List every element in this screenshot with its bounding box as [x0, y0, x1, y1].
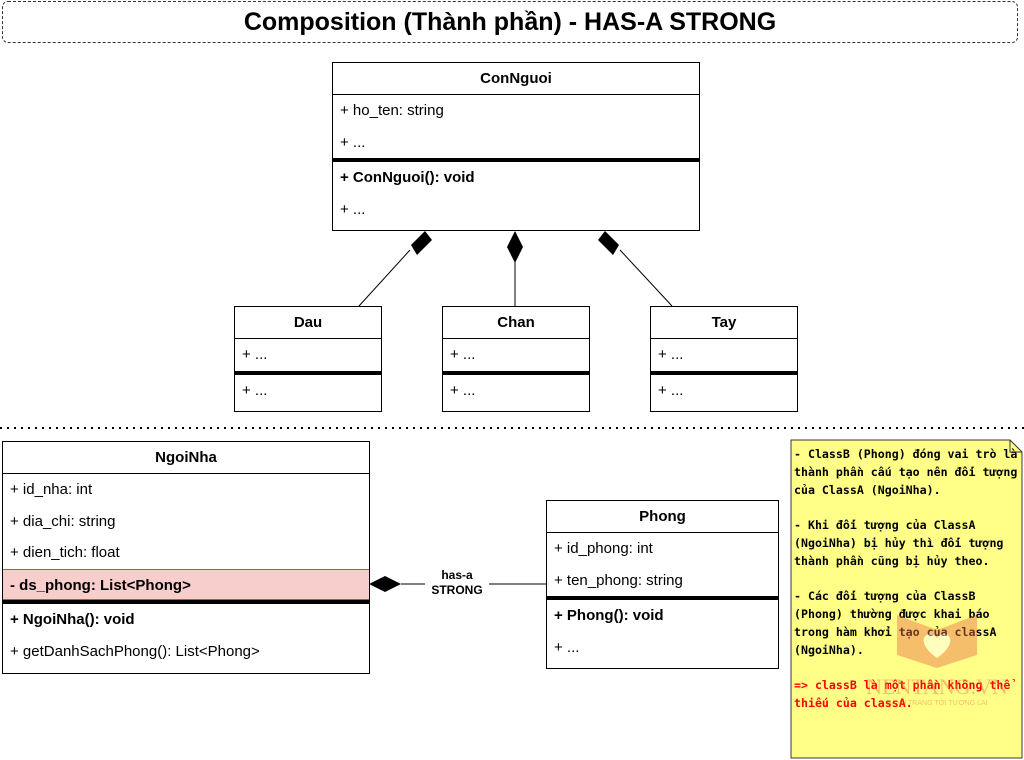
attribute: + ... — [340, 133, 366, 151]
attribute: + dia_chi: string — [10, 512, 116, 530]
composition-diamond-dau — [411, 231, 432, 255]
method: + NgoiNha(): void — [10, 611, 135, 628]
attribute: + ho_ten: string — [340, 102, 444, 119]
method: + Phong(): void — [554, 607, 664, 624]
note-paragraph: - ClassB (Phong) đóng vai trò là thành p… — [794, 447, 1024, 497]
class-dau[interactable]: Dau + ... + ... — [234, 306, 382, 412]
separator — [333, 158, 699, 162]
method: + ... — [554, 638, 580, 656]
relation-label-line1: has-a — [441, 568, 473, 582]
class-name: Phong — [547, 501, 778, 533]
method: + getDanhSachPhong(): List<Phong> — [10, 642, 260, 660]
method: + ... — [658, 381, 684, 399]
separator — [547, 596, 778, 600]
attribute: + ... — [450, 346, 476, 363]
method: + ConNguoi(): void — [340, 169, 475, 186]
relation-label-line2: STRONG — [431, 583, 483, 597]
class-con-nguoi[interactable]: ConNguoi + ho_ten: string + ... + ConNgu… — [332, 62, 700, 231]
method: + ... — [242, 381, 268, 399]
composition-line-tay — [619, 249, 673, 307]
attribute: + ... — [242, 346, 268, 363]
class-tay[interactable]: Tay + ... + ... — [650, 306, 798, 412]
diagram-title: Composition (Thành phần) - HAS-A STRONG — [2, 1, 1018, 43]
separator — [651, 370, 797, 375]
class-name: ConNguoi — [333, 63, 699, 95]
separator — [443, 370, 589, 375]
class-name: Tay — [651, 307, 797, 339]
composition-diamond-tay — [598, 231, 619, 255]
method: + ... — [450, 381, 476, 399]
class-phong[interactable]: Phong + id_phong: int + ten_phong: strin… — [546, 500, 779, 669]
separator — [3, 600, 369, 604]
class-name: NgoiNha — [3, 442, 369, 474]
class-name: Chan — [443, 307, 589, 339]
composition-diamond-chan — [507, 231, 523, 263]
composition-line-dau — [358, 249, 411, 307]
note-paragraph: - Các đối tượng của ClassB (Phong) thườn… — [794, 589, 1004, 657]
note-conclusion: => classB là một phần không thể thiếu củ… — [794, 678, 1018, 711]
note[interactable]: - ClassB (Phong) đóng vai trò là thành p… — [791, 440, 1022, 758]
attribute: + ten_phong: string — [554, 571, 683, 589]
attribute: + id_nha: int — [10, 481, 93, 498]
method: + ... — [340, 200, 366, 218]
note-shape — [790, 439, 1023, 759]
attribute: + id_phong: int — [554, 540, 653, 557]
separator — [235, 370, 381, 375]
class-chan[interactable]: Chan + ... + ... — [442, 306, 590, 412]
class-ngoi-nha[interactable]: NgoiNha + id_nha: int + dia_chi: string … — [2, 441, 370, 674]
relation-label: has-a STRONG — [425, 568, 489, 598]
composition-diamond-phong — [369, 576, 401, 592]
class-name: Dau — [235, 307, 381, 339]
note-paragraph: - Khi đối tượng của ClassA (NgoiNha) bị … — [794, 518, 1011, 568]
note-text: - ClassB (Phong) đóng vai trò là thành p… — [794, 446, 1020, 713]
attribute-highlighted: - ds_phong: List<Phong> — [3, 568, 369, 600]
attribute: + ... — [658, 346, 684, 363]
attribute: + dien_tich: float — [10, 544, 120, 561]
